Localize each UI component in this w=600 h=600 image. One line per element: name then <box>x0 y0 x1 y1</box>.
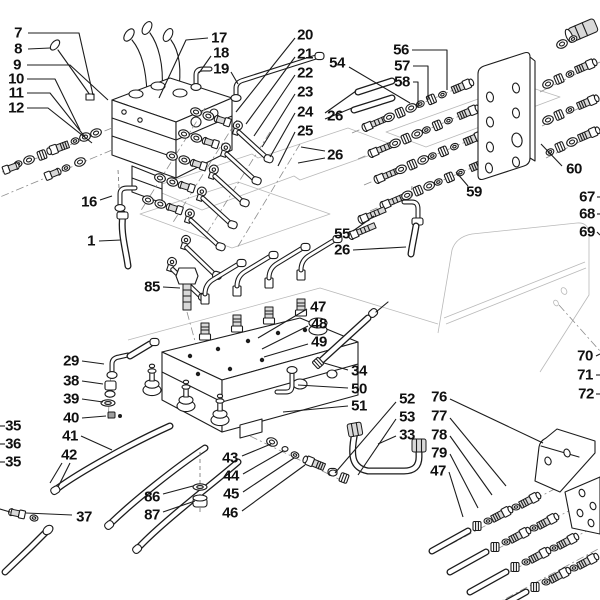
callout-35-b: 35 <box>5 453 21 471</box>
callout-46: 46 <box>222 504 238 522</box>
callout-23: 23 <box>297 83 313 101</box>
callout-85: 85 <box>144 278 160 296</box>
lever-rod <box>49 39 95 101</box>
callout-71: 71 <box>577 366 593 384</box>
fitting-rows-right <box>346 18 600 258</box>
left-small-parts <box>100 337 160 421</box>
callout-47-a: 47 <box>310 298 326 316</box>
callout-78: 78 <box>431 426 447 444</box>
callout-47-b: 47 <box>430 462 446 480</box>
callout-35-a: 35 <box>5 417 21 435</box>
callout-68: 68 <box>579 205 595 223</box>
callout-25: 25 <box>297 122 313 140</box>
left-fitting-stack <box>0 126 113 198</box>
callout-87: 87 <box>144 506 160 524</box>
callout-55: 55 <box>334 225 350 243</box>
callout-24: 24 <box>297 103 313 121</box>
callout-19: 19 <box>213 60 229 78</box>
callout-36: 36 <box>5 435 21 453</box>
callout-41: 41 <box>62 427 78 445</box>
callout-26-b: 26 <box>327 146 343 164</box>
fittings-beyond-plate <box>539 18 600 159</box>
callout-58: 58 <box>394 73 410 91</box>
callout-16: 16 <box>81 193 97 211</box>
callout-39: 39 <box>63 390 79 408</box>
callout-43: 43 <box>222 449 238 467</box>
callout-49: 49 <box>311 333 327 351</box>
callout-9: 9 <box>13 56 21 74</box>
lower-valve-body <box>161 317 359 439</box>
callout-40: 40 <box>63 409 79 427</box>
elbow-18 <box>190 66 213 91</box>
callout-21: 21 <box>297 45 313 63</box>
bottom-right-group <box>432 428 600 600</box>
callout-7: 7 <box>14 24 22 42</box>
callout-42: 42 <box>61 446 77 464</box>
callout-57: 57 <box>394 57 410 75</box>
callout-45: 45 <box>223 485 239 503</box>
callout-37: 37 <box>76 508 92 526</box>
callout-33: 33 <box>399 426 415 444</box>
callout-20: 20 <box>297 26 313 44</box>
callout-56: 56 <box>393 41 409 59</box>
callout-34: 34 <box>351 362 367 380</box>
cover-panel <box>437 222 600 373</box>
callout-59: 59 <box>466 183 482 201</box>
callout-1: 1 <box>87 232 95 250</box>
hoses-41-42 <box>48 422 242 556</box>
callout-50: 50 <box>351 380 367 398</box>
hose-37 <box>0 507 54 576</box>
callout-44: 44 <box>223 467 239 485</box>
callout-26-a: 26 <box>327 107 343 125</box>
elbow-50 <box>274 366 298 395</box>
callout-79: 79 <box>431 444 447 462</box>
mounting-plate-60 <box>477 51 536 181</box>
bolt-85 <box>175 267 199 353</box>
edge-plate <box>564 476 600 535</box>
elbow-hose-26 <box>401 185 424 258</box>
callout-72: 72 <box>578 385 594 403</box>
callout-17: 17 <box>211 29 227 47</box>
elbow-and-hose <box>114 169 138 270</box>
callout-70: 70 <box>577 347 593 365</box>
callout-12: 12 <box>8 99 24 117</box>
callout-10: 10 <box>8 70 24 88</box>
callout-48: 48 <box>311 315 327 333</box>
parts-86-87 <box>192 452 208 512</box>
callout-69: 69 <box>579 223 595 241</box>
callout-11: 11 <box>8 84 24 102</box>
callout-29: 29 <box>63 352 79 370</box>
hose-34 <box>311 301 389 370</box>
lower-valve-assembly <box>0 235 439 576</box>
callout-51: 51 <box>351 397 367 415</box>
callout-38: 38 <box>63 372 79 390</box>
callout-67: 67 <box>579 188 595 206</box>
callout-53: 53 <box>399 408 415 426</box>
callout-18: 18 <box>213 44 229 62</box>
callout-8: 8 <box>14 40 22 58</box>
callout-54: 54 <box>329 54 345 72</box>
leader-lines <box>0 32 600 518</box>
callout-26-c: 26 <box>334 241 350 259</box>
callout-77: 77 <box>431 407 447 425</box>
callout-22: 22 <box>297 64 313 82</box>
callout-86: 86 <box>144 488 160 506</box>
callout-60: 60 <box>566 160 582 178</box>
callout-52: 52 <box>399 390 415 408</box>
bracket-76 <box>534 428 596 493</box>
callout-76: 76 <box>431 388 447 406</box>
